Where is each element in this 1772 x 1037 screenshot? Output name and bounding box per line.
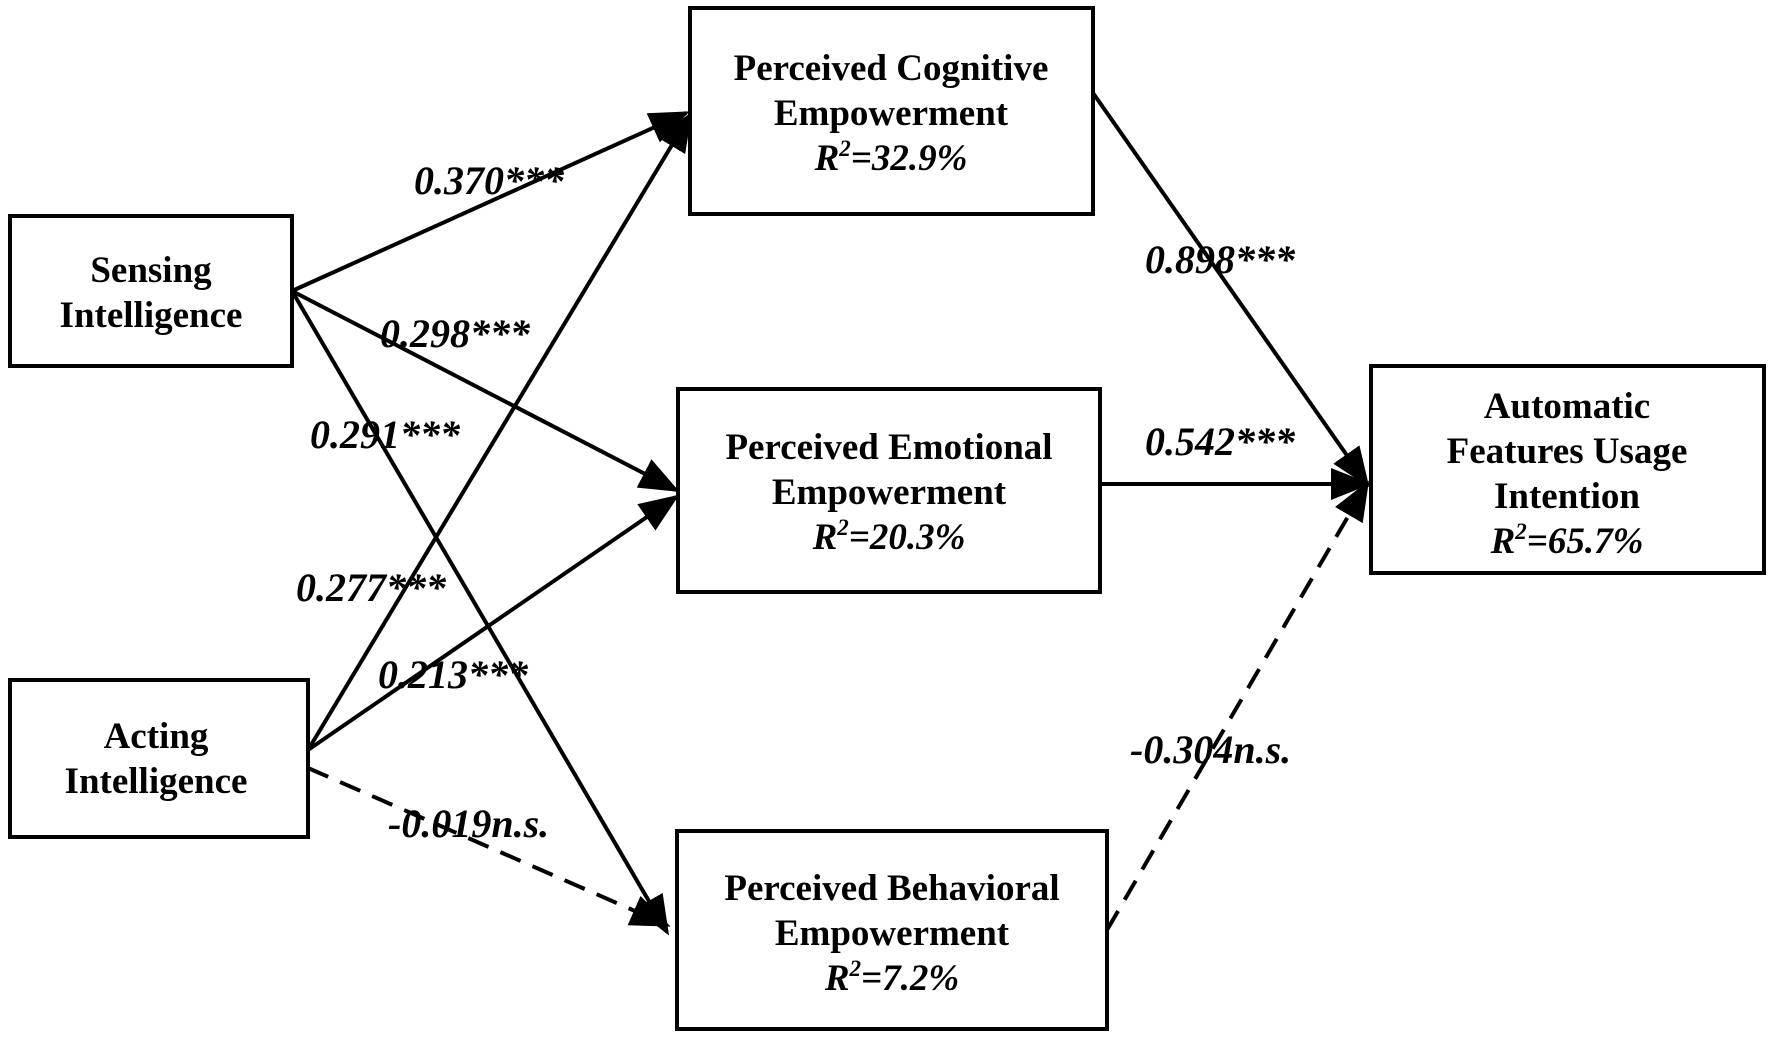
node-box	[8, 678, 310, 839]
r-squared-label: R2=32.9%	[814, 136, 968, 179]
node-box	[8, 214, 294, 368]
node-title-line: Perceived Behavioral	[724, 868, 1059, 909]
node-title-line: Automatic	[1484, 386, 1650, 427]
path-acting-cognitive	[306, 111, 693, 752]
node-title-line: Perceived Emotional	[725, 427, 1052, 468]
node-box	[1369, 364, 1766, 575]
node-title-line: Empowerment	[775, 913, 1010, 954]
path-acting-behavioral	[307, 766, 671, 927]
coef-acting-cognitive: 0.277***	[296, 565, 447, 610]
coef-emotional-intention: 0.542***	[1145, 419, 1296, 464]
node-sensing-intelligence: Sensing Intelligence	[8, 214, 294, 368]
node-box	[676, 387, 1102, 594]
path-cognitive-intention	[1091, 91, 1370, 488]
node-title-line: Sensing	[90, 250, 212, 291]
path-sensing-behavioral	[290, 289, 670, 936]
node-title-line: Empowerment	[774, 93, 1009, 134]
r-squared-label: R2=65.7%	[1490, 519, 1644, 562]
node-automatic-features-usage-intention: Automatic Features Usage Intention R2=65…	[1369, 364, 1766, 575]
node-title-line: Acting	[104, 716, 209, 757]
coef-acting-emotional: 0.213***	[378, 652, 529, 697]
path-sensing-cognitive	[291, 111, 690, 293]
node-box	[675, 829, 1109, 1031]
node-acting-intelligence: Acting Intelligence	[8, 678, 310, 839]
coef-cognitive-intention: 0.898***	[1145, 237, 1296, 282]
node-title-line: Features Usage	[1447, 431, 1688, 472]
node-box	[688, 6, 1095, 216]
r-squared-label: R2=7.2%	[824, 956, 959, 999]
node-title-line: Intelligence	[65, 761, 248, 802]
coef-behavioral-intention: -0.304n.s.	[1130, 727, 1291, 772]
coef-sensing-behavioral: 0.291***	[310, 412, 461, 457]
node-perceived-cognitive-empowerment: Perceived Cognitive Empowerment R2=32.9%	[688, 6, 1095, 216]
node-title-line: Intention	[1494, 476, 1640, 517]
coef-acting-behavioral: -0.019n.s.	[388, 801, 549, 846]
r-squared-label: R2=20.3%	[812, 515, 966, 558]
coef-sensing-emotional: 0.298***	[380, 311, 531, 356]
node-perceived-behavioral-empowerment: Perceived Behavioral Empowerment R2=7.2%	[675, 829, 1109, 1031]
node-perceived-emotional-empowerment: Perceived Emotional Empowerment R2=20.3%	[676, 387, 1102, 594]
coef-sensing-cognitive: 0.370***	[414, 158, 565, 203]
path-behavioral-intention	[1105, 480, 1370, 932]
path-acting-emotional	[306, 494, 680, 752]
node-title-line: Perceived Cognitive	[734, 48, 1049, 89]
node-title-line: Intelligence	[60, 295, 243, 336]
node-title-line: Empowerment	[772, 472, 1007, 513]
path-sensing-emotional	[291, 289, 680, 492]
